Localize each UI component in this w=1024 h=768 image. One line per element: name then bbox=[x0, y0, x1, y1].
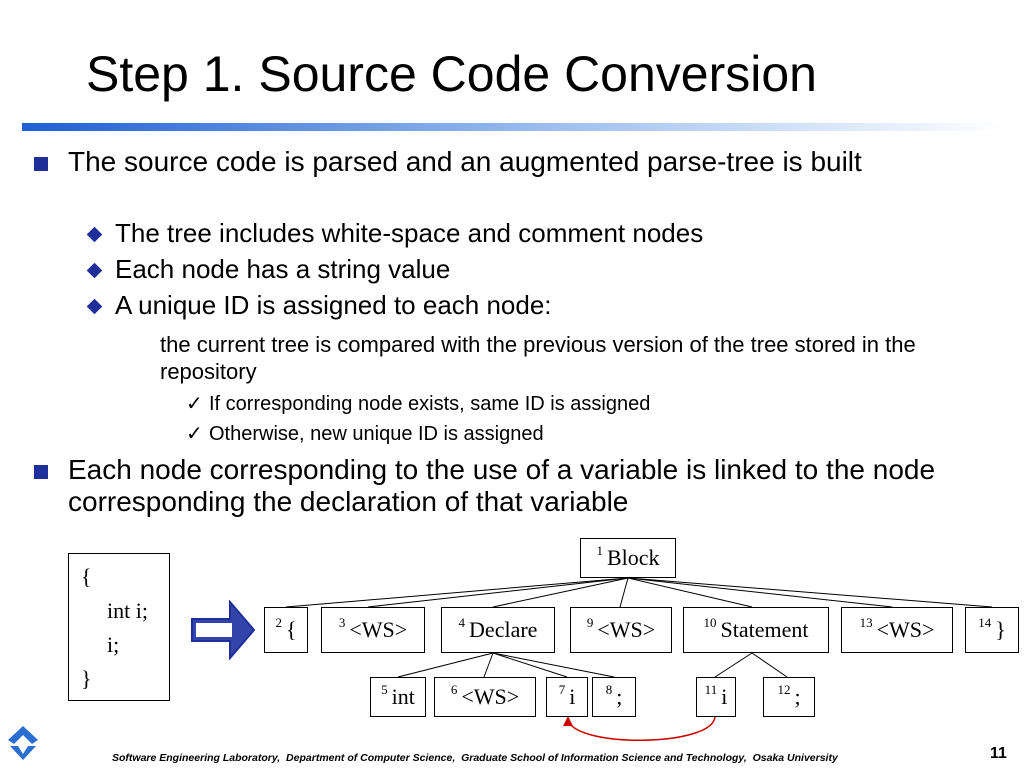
tree-node: 12; bbox=[763, 677, 815, 717]
node-id: 12 bbox=[777, 682, 791, 697]
node-label: { bbox=[285, 617, 297, 642]
tree-node: 3<WS> bbox=[321, 607, 425, 653]
checkmark-icon: ✓ bbox=[186, 391, 203, 415]
node-label: <WS> bbox=[349, 617, 408, 642]
title-underline bbox=[22, 123, 1004, 131]
node-id: 3 bbox=[338, 615, 346, 630]
node-id: 2 bbox=[275, 615, 282, 630]
conversion-arrow-icon bbox=[191, 600, 256, 660]
tree-node: 6<WS> bbox=[434, 677, 536, 717]
node-label: <WS> bbox=[461, 684, 520, 709]
bullet-1-2-text: Each node has a string value bbox=[115, 254, 451, 284]
code-line: } bbox=[81, 666, 92, 691]
node-id: 10 bbox=[703, 615, 717, 630]
code-line: int i; bbox=[107, 598, 148, 623]
university-logo-icon bbox=[8, 726, 38, 760]
bullet-square-icon bbox=[34, 465, 48, 479]
node-id: 6 bbox=[450, 682, 458, 697]
bullet-square-icon bbox=[34, 157, 48, 171]
bullet-1-3-text: A unique ID is assigned to each node: bbox=[115, 290, 552, 320]
page-number: 11 bbox=[990, 745, 1007, 762]
code-line: i; bbox=[107, 632, 120, 657]
node-id: 5 bbox=[381, 682, 388, 697]
node-id: 11 bbox=[704, 682, 718, 697]
node-label: Block bbox=[606, 545, 660, 570]
node-label: ; bbox=[616, 684, 623, 709]
bullet-1-3-b-text: Otherwise, new unique ID is assigned bbox=[209, 423, 544, 445]
source-code-box: { int i; i; } bbox=[68, 553, 170, 701]
node-label: Statement bbox=[720, 617, 809, 642]
bullet-1-1-text: The tree includes white-space and commen… bbox=[115, 218, 704, 248]
tree-node: 9<WS> bbox=[570, 607, 672, 653]
node-id: 4 bbox=[458, 615, 466, 630]
node-id: 1 bbox=[596, 543, 603, 558]
slide-title: Step 1. Source Code Conversion bbox=[86, 46, 817, 102]
node-label: i bbox=[569, 684, 576, 709]
bullet-diamond-icon bbox=[86, 226, 103, 243]
tree-node: 8; bbox=[592, 677, 636, 717]
code-line: { bbox=[81, 564, 92, 589]
tree-node: 2{ bbox=[264, 607, 308, 653]
node-label: ; bbox=[794, 684, 801, 709]
node-label: int bbox=[391, 684, 415, 709]
node-label: <WS> bbox=[876, 617, 935, 642]
tree-node: 14} bbox=[965, 607, 1019, 653]
node-label: <WS> bbox=[597, 617, 656, 642]
node-id: 7 bbox=[558, 682, 566, 697]
tree-node: 13<WS> bbox=[841, 607, 953, 653]
bullet-diamond-icon bbox=[86, 262, 103, 279]
bullet-1-3-a-text: If corresponding node exists, same ID is… bbox=[209, 393, 651, 415]
node-id: 8 bbox=[605, 682, 613, 697]
node-id: 14 bbox=[978, 615, 992, 630]
node-label: i bbox=[721, 684, 728, 709]
bullet-1-3-explanation: the current tree is compared with the pr… bbox=[160, 332, 916, 384]
bullet-diamond-icon bbox=[86, 298, 103, 315]
node-id: 9 bbox=[586, 615, 594, 630]
node-id: 13 bbox=[859, 615, 873, 630]
footer-text: Software Engineering Laboratory, Departm… bbox=[112, 752, 838, 764]
node-label: } bbox=[995, 617, 1006, 642]
bullet-1-text: The source code is parsed and an augment… bbox=[68, 146, 862, 177]
bullet-2-text: Each node corresponding to the use of a … bbox=[68, 454, 936, 517]
checkmark-icon: ✓ bbox=[186, 421, 203, 445]
node-label: Declare bbox=[469, 617, 538, 642]
